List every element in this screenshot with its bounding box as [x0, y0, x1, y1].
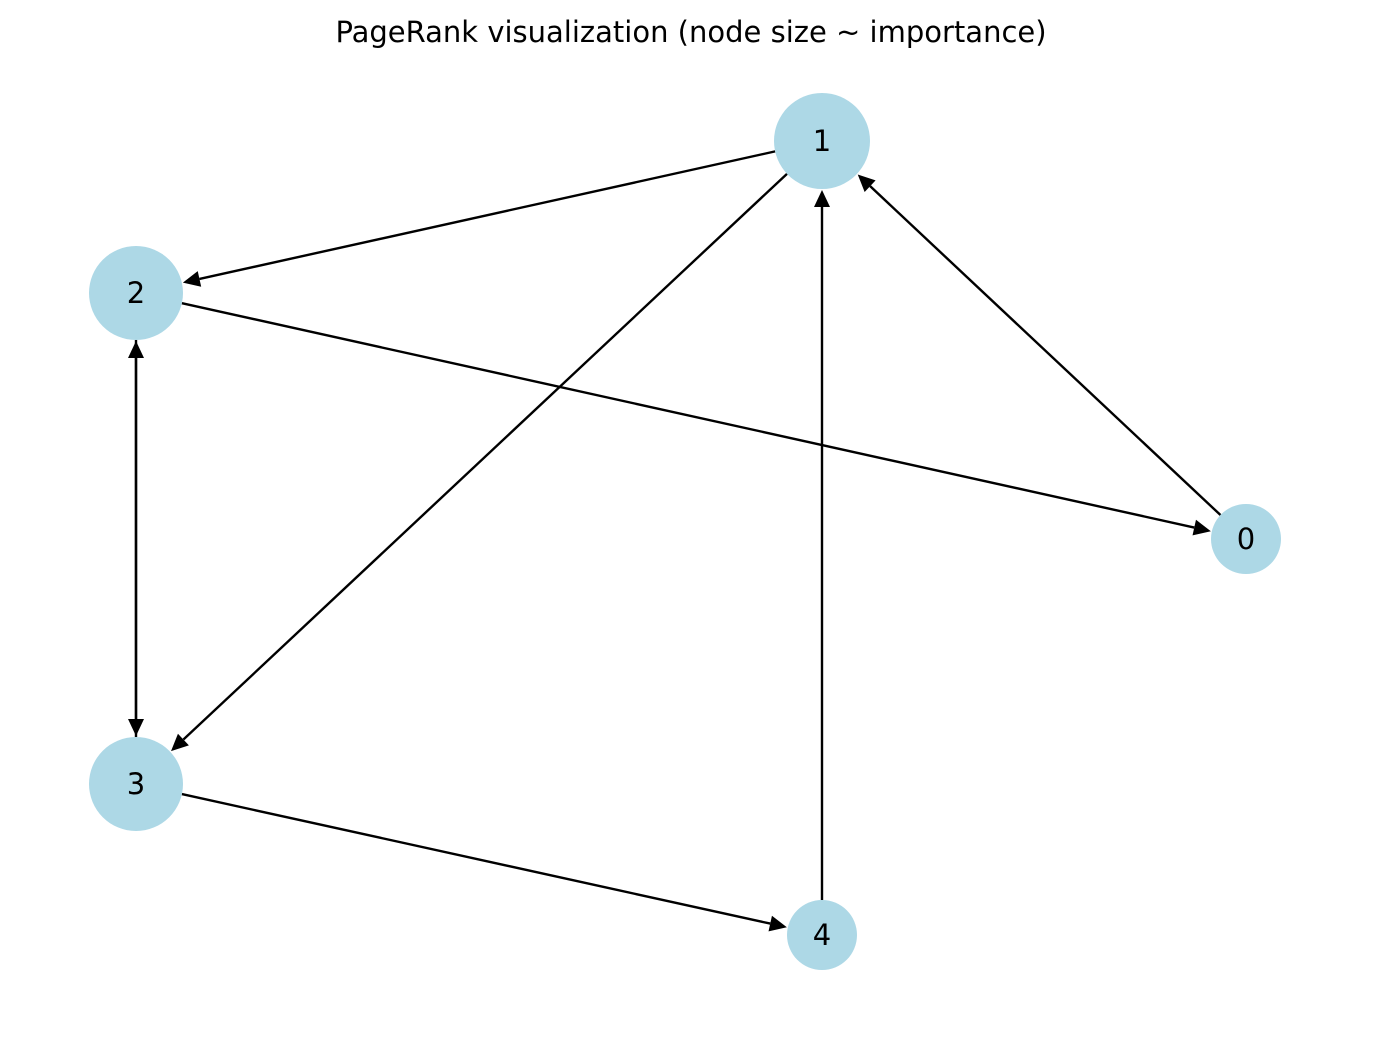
arrowhead-icon: [171, 733, 189, 752]
node-circle: [787, 900, 857, 970]
arrowhead-icon: [814, 190, 830, 207]
arrowhead-icon: [857, 174, 876, 193]
node-label: 4: [813, 918, 831, 952]
edge-4-to-1: [814, 190, 830, 900]
node-label: 1: [813, 124, 831, 158]
edge-2-to-0: [181, 301, 1211, 536]
node-circle: [89, 737, 183, 831]
node-label: 3: [127, 767, 145, 801]
edge-3-to-2: [128, 341, 144, 737]
node-0: 0: [1211, 504, 1281, 574]
node-1: 1: [774, 93, 870, 189]
edge-line: [182, 172, 788, 741]
edge-line: [869, 185, 1222, 516]
edge-1-to-3: [171, 172, 788, 752]
arrowhead-icon: [768, 915, 787, 932]
node-4: 4: [787, 900, 857, 970]
arrowhead-icon: [128, 341, 144, 358]
node-3: 3: [89, 737, 183, 831]
edge-3-to-4: [181, 792, 787, 932]
node-circle: [1211, 504, 1281, 574]
arrowhead-icon: [1192, 519, 1211, 536]
edge-line: [199, 150, 776, 281]
node-circle: [774, 93, 870, 189]
node-label: 2: [127, 276, 145, 310]
node-label: 0: [1237, 522, 1255, 556]
edge-0-to-1: [857, 174, 1222, 516]
node-2: 2: [89, 246, 183, 340]
edge-line: [181, 301, 1195, 529]
figure-title: PageRank visualization (node size ~ impo…: [335, 15, 1046, 49]
nodes-layer: 0 1 2 3 4: [89, 93, 1281, 970]
arrowhead-icon: [182, 271, 202, 287]
edge-1-to-2: [182, 150, 776, 287]
edge-line: [181, 792, 771, 925]
edges-layer: [128, 150, 1222, 932]
node-circle: [89, 246, 183, 340]
